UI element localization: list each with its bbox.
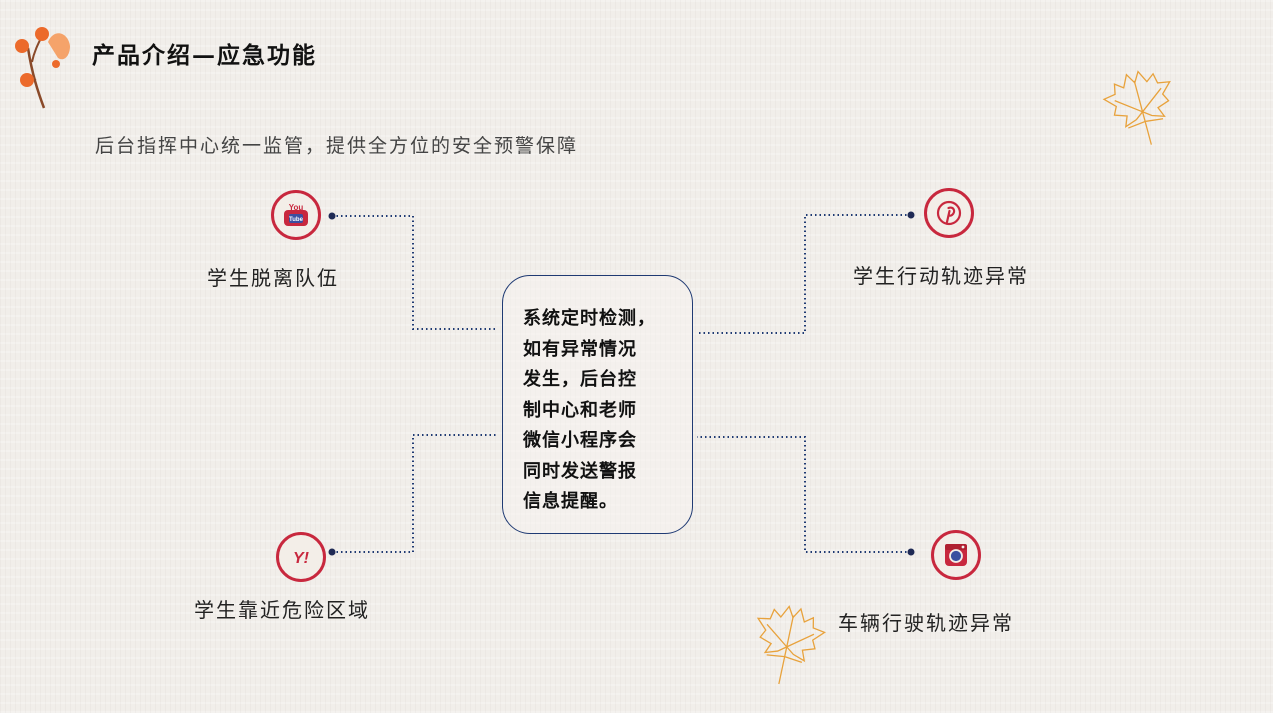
center-description: 系统定时检测， 如有异常情况 发生，后台控 制中心和老师 微信小程序会 同时发送… xyxy=(523,304,678,518)
item-label-vehicle-track: 车辆行驶轨迹异常 xyxy=(838,611,1014,635)
connector-dot xyxy=(328,548,336,556)
connector-bottom-left xyxy=(332,434,497,553)
connector-dot xyxy=(328,212,336,220)
item-label-abnormal-track: 学生行动轨迹异常 xyxy=(853,264,1029,288)
center-description-box: 系统定时检测， 如有异常情况 发生，后台控 制中心和老师 微信小程序会 同时发送… xyxy=(502,275,693,534)
center-line: 同时发送警报 xyxy=(523,460,637,482)
svg-text:You: You xyxy=(289,203,304,212)
center-line: 微信小程序会 xyxy=(523,430,637,451)
page-title: 产品介绍—应急功能 xyxy=(92,42,317,69)
yelp-icon: Y! xyxy=(276,532,326,582)
pinterest-icon xyxy=(924,188,974,238)
page-subtitle: 后台指挥中心统一监管，提供全方位的安全预警保障 xyxy=(95,135,579,157)
connector-top-left xyxy=(332,215,497,330)
maple-leaf-icon xyxy=(756,605,826,685)
connector-dot xyxy=(907,548,915,556)
maple-leaf-icon xyxy=(1102,70,1171,145)
berry-branch-decoration xyxy=(15,27,70,109)
center-line: 系统定时检测， xyxy=(523,308,656,329)
center-line: 如有异常情况 xyxy=(523,338,637,360)
center-line: 发生，后台控 xyxy=(523,369,637,390)
svg-text:Y!: Y! xyxy=(293,550,310,567)
center-line: 制中心和老师 xyxy=(523,399,637,421)
connector-dot xyxy=(907,211,915,219)
connector-bottom-right xyxy=(697,436,911,553)
center-line: 信息提醒。 xyxy=(523,491,618,512)
youtube-icon: You Tube xyxy=(271,190,321,240)
item-label-danger-zone: 学生靠近危险区域 xyxy=(194,598,370,622)
svg-text:Tube: Tube xyxy=(289,217,304,223)
instagram-icon xyxy=(931,530,981,580)
item-label-leave-team: 学生脱离队伍 xyxy=(207,266,339,290)
